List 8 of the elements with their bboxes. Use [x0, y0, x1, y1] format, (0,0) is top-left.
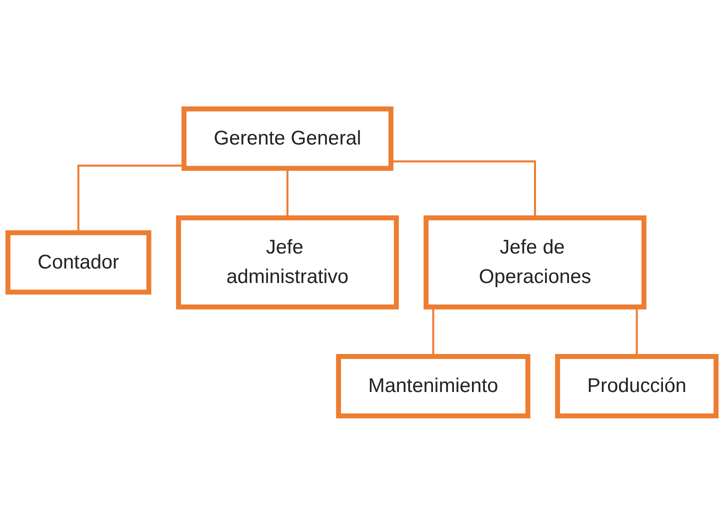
node-box: Contador — [5, 230, 152, 295]
node-box: Jefe administrativo — [176, 215, 399, 310]
node-box: Gerente General — [182, 106, 394, 171]
connector — [390, 160, 536, 218]
node-box: Mantenimiento — [336, 354, 530, 418]
node-box: Producción — [555, 354, 719, 418]
node-box: Jefe de Operaciones — [424, 215, 646, 310]
connector — [77, 164, 184, 233]
